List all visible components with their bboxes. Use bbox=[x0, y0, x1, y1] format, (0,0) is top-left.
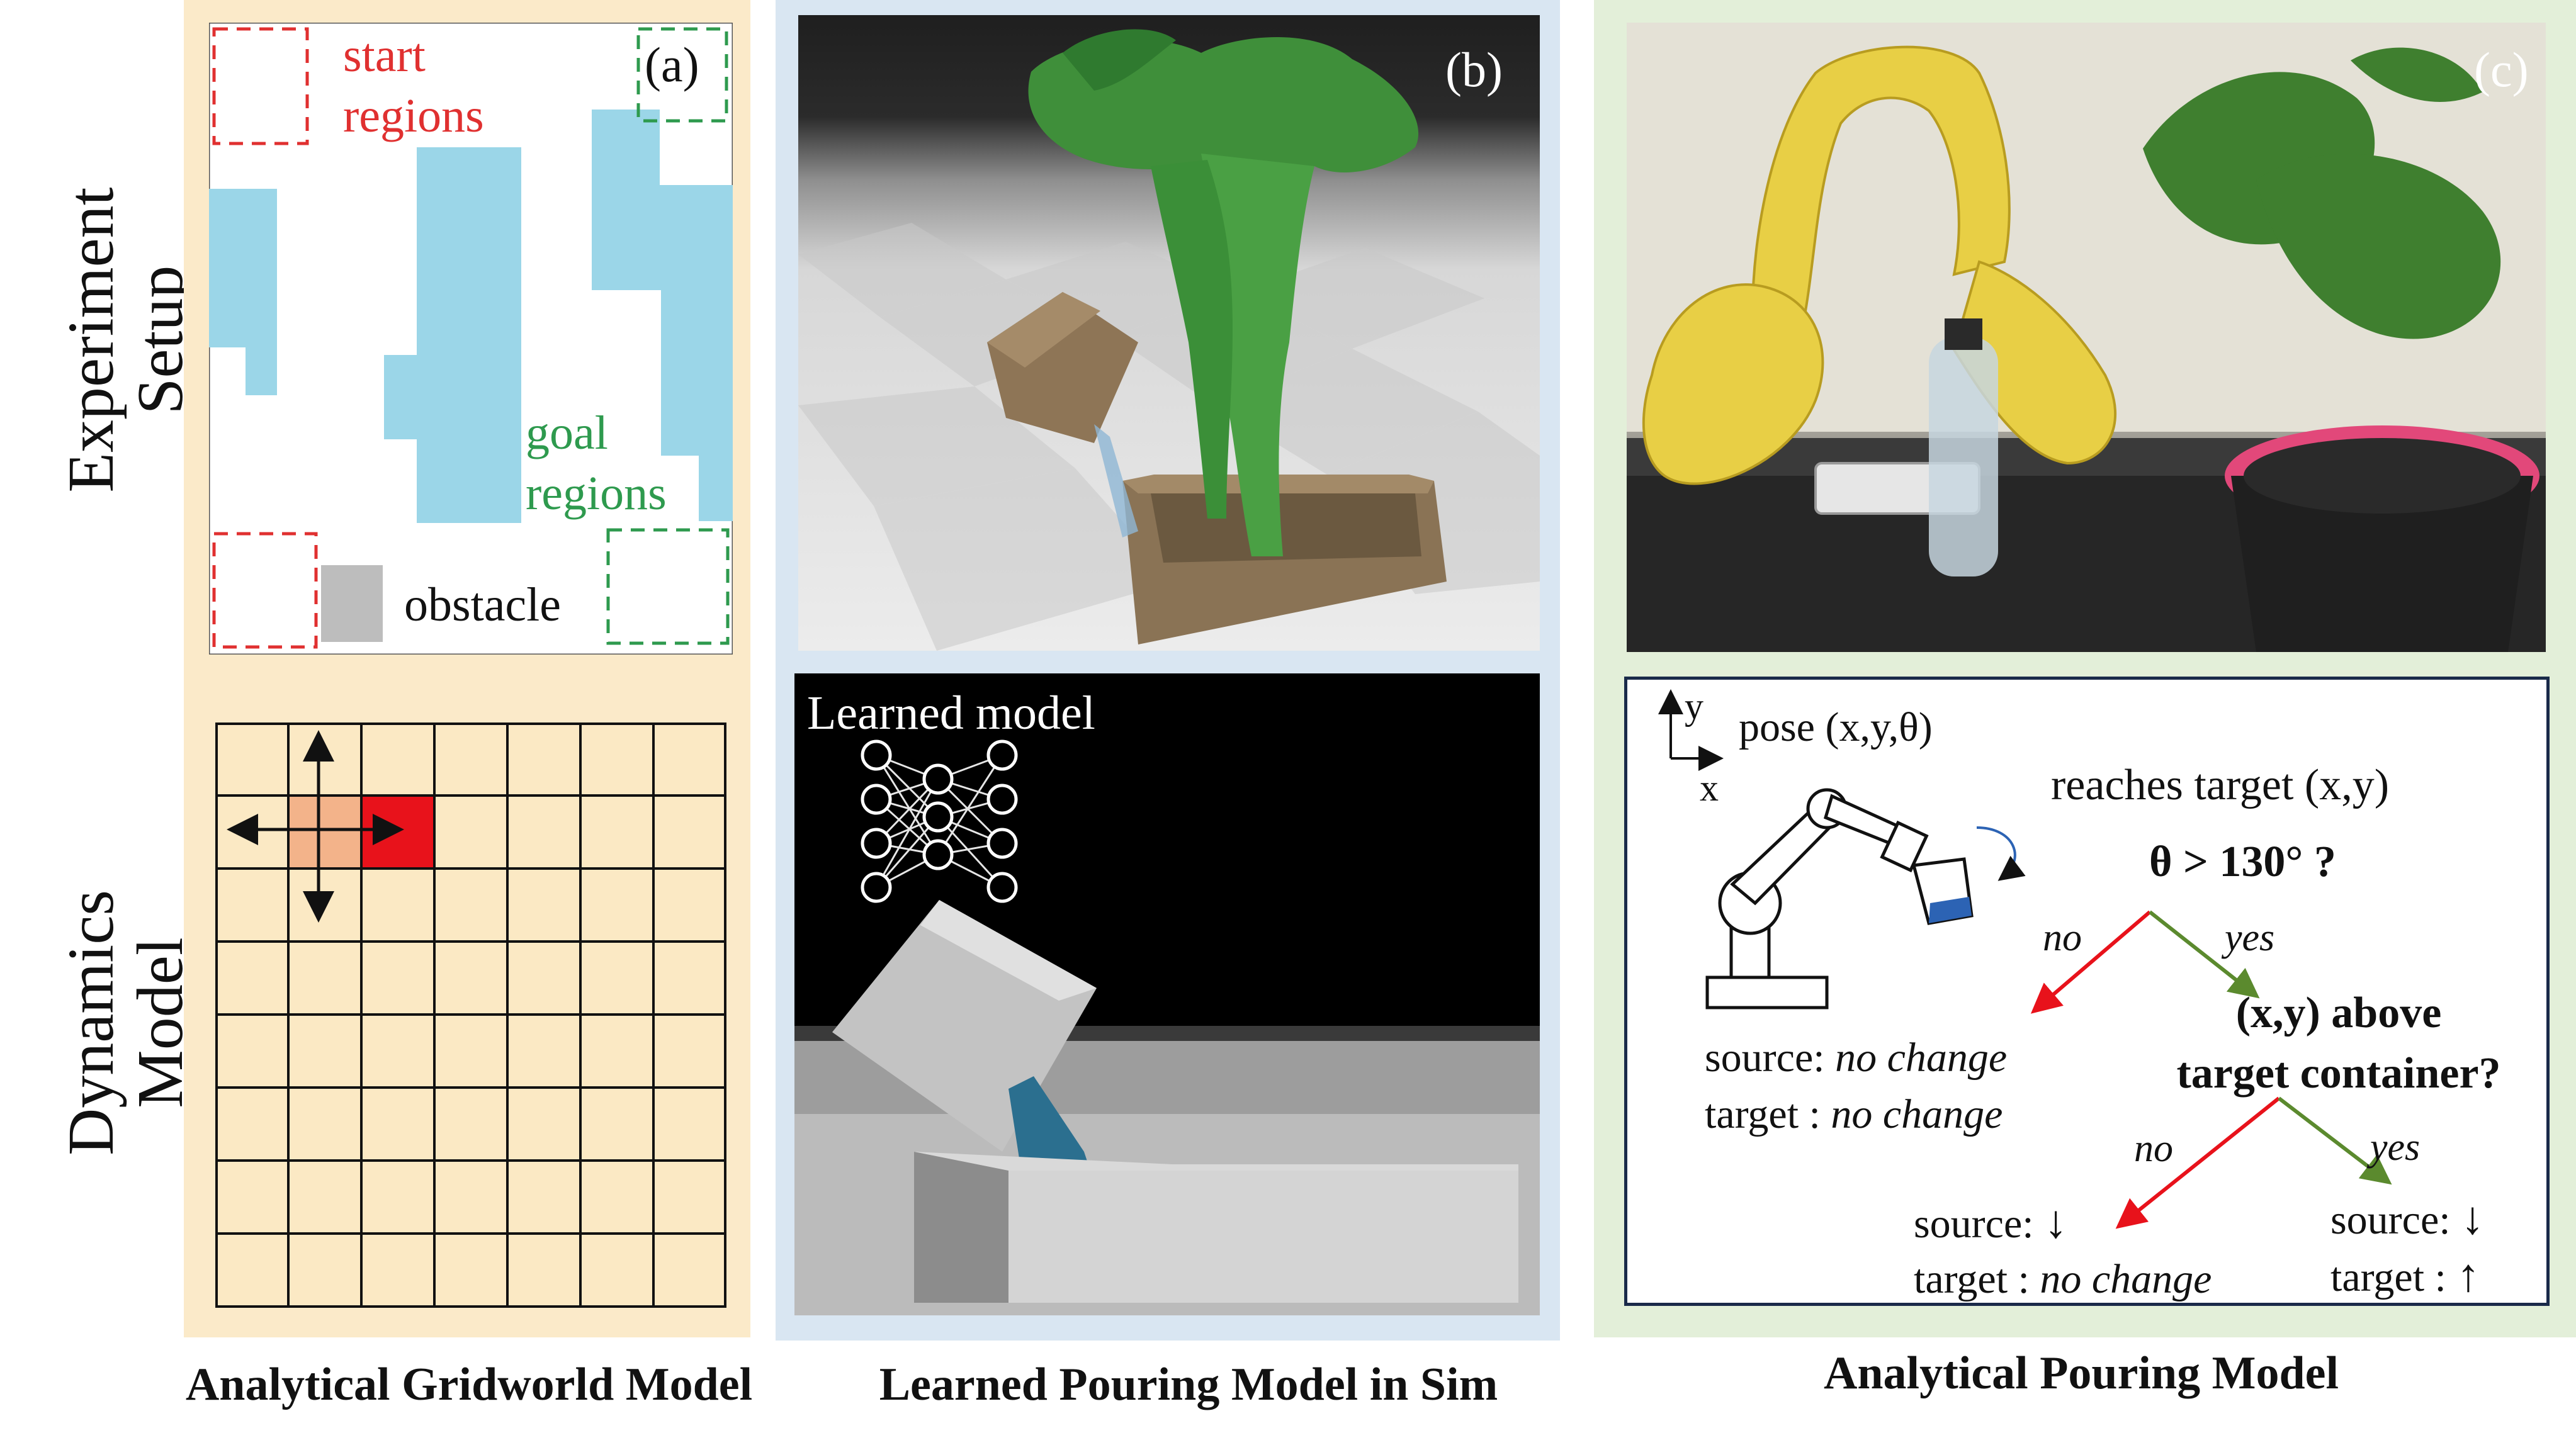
branch-no-2 bbox=[2115, 1096, 2280, 1229]
pose-label: pose (x,y,θ) bbox=[1739, 704, 1933, 750]
caption-b: Learned Pouring Model in Sim bbox=[879, 1359, 1498, 1410]
robot-arm-cover bbox=[1642, 45, 2117, 485]
axis-x-label: x bbox=[1700, 767, 1719, 809]
goal-regions-label: goal regions bbox=[526, 403, 667, 524]
poured-liquid bbox=[1008, 1076, 1090, 1171]
branch-yes-2 bbox=[2278, 1096, 2392, 1185]
above-line1: (x,y) above bbox=[2235, 989, 2442, 1037]
neural-network-icon bbox=[861, 739, 1018, 903]
yes-label-1: yes bbox=[2225, 916, 2275, 959]
gridworld-map bbox=[209, 23, 733, 655]
rotate-arrow-icon bbox=[1976, 826, 2026, 881]
plant-leaves bbox=[1028, 29, 1419, 556]
tgt-nc2-value: no change bbox=[2040, 1256, 2212, 1302]
sim-render-learned bbox=[794, 673, 1540, 1315]
start-label-line1: start bbox=[343, 29, 426, 82]
photo-plant bbox=[2143, 47, 2501, 339]
water-region-right bbox=[592, 110, 733, 521]
plant-pot bbox=[1122, 475, 1447, 644]
src-nochange-label: source: bbox=[1705, 1035, 1836, 1081]
tgt-nc2-label: target : bbox=[1914, 1256, 2040, 1302]
sim-plant-drawing bbox=[798, 29, 1540, 651]
panel-c-tag: (c) bbox=[2474, 42, 2529, 97]
next-cell bbox=[361, 796, 434, 869]
caption-c: Analytical Pouring Model bbox=[1823, 1347, 2339, 1399]
yes-label-2: yes bbox=[2370, 1126, 2421, 1169]
pouring-cup bbox=[987, 292, 1138, 537]
no-label-2: no bbox=[2134, 1127, 2173, 1170]
row-label-setup-line1: Experiment bbox=[55, 187, 127, 493]
learned-model-label: Learned model bbox=[807, 687, 1095, 739]
caption-a: Analytical Gridworld Model bbox=[185, 1359, 753, 1410]
sim-render-plant bbox=[798, 15, 1540, 651]
robot-photo bbox=[1627, 23, 2546, 652]
start-region-top bbox=[212, 27, 309, 145]
above-container-question: (x,y) above target container? bbox=[2144, 983, 2534, 1104]
tgt-up-arrow: ↑ bbox=[2456, 1250, 2480, 1302]
outcome-source-down: source: ↓ target : no change bbox=[1914, 1195, 2212, 1307]
move-arrows bbox=[227, 730, 404, 923]
goal-label-line2: regions bbox=[526, 467, 667, 520]
theta-question: θ > 130° ? bbox=[2149, 838, 2336, 886]
photo-pot bbox=[2225, 425, 2539, 652]
src-down-label: source: bbox=[1914, 1201, 2045, 1247]
obstacle-label: obstacle bbox=[404, 578, 562, 631]
tgt-nochange-value: no change bbox=[1831, 1091, 2003, 1137]
pour-liquid-icon bbox=[1929, 897, 1972, 923]
branch-no-1 bbox=[2030, 910, 2151, 1014]
row-label-dynamics-model: Dynamics Model bbox=[55, 890, 196, 1155]
start-label-line2: regions bbox=[343, 89, 484, 142]
row-label-dynamics-line1: Dynamics bbox=[55, 890, 127, 1155]
dynamics-grid bbox=[215, 722, 726, 1308]
branch-yes-1 bbox=[2149, 910, 2260, 999]
outcome-transfer: source: ↓ target : ↑ bbox=[2330, 1191, 2484, 1305]
goal-region-bottom bbox=[606, 528, 730, 645]
goal-label-line1: goal bbox=[526, 407, 608, 459]
reaches-target-label: reaches target (x,y) bbox=[2051, 761, 2390, 809]
panel-a-tag: (a) bbox=[645, 37, 699, 92]
pose-axes-icon bbox=[1658, 689, 1724, 771]
start-region-bottom bbox=[212, 532, 318, 649]
src-down2-label: source: bbox=[2330, 1197, 2461, 1243]
tgt-nochange-label: target : bbox=[1705, 1091, 1831, 1137]
row-label-experiment-setup: Experiment Setup bbox=[55, 187, 196, 493]
above-line2: target container? bbox=[2176, 1049, 2501, 1098]
tgt-up-label: target : bbox=[2330, 1254, 2457, 1300]
grid-lines bbox=[215, 722, 726, 1308]
src-down-arrow: ↓ bbox=[2044, 1196, 2068, 1248]
obstacle-cell bbox=[321, 565, 383, 642]
no-label-1: no bbox=[2043, 916, 2082, 959]
current-cell bbox=[288, 796, 361, 869]
src-nochange-value: no change bbox=[1835, 1035, 2008, 1081]
robot-photo-drawing bbox=[1627, 23, 2546, 652]
water-region-center bbox=[384, 147, 521, 523]
sim-target-box bbox=[914, 1152, 1518, 1303]
water-bottle bbox=[1929, 318, 1998, 576]
robot-arm-icon bbox=[1705, 788, 1974, 1009]
axis-y-label: y bbox=[1685, 685, 1703, 727]
water-region-left bbox=[209, 189, 277, 395]
outcome-no-change: source: no change target : no change bbox=[1705, 1030, 2007, 1143]
start-regions-label: start regions bbox=[343, 25, 484, 146]
src-down2-arrow: ↓ bbox=[2461, 1193, 2485, 1244]
sim-learned-drawing bbox=[794, 739, 1540, 1315]
panel-b-tag: (b) bbox=[1445, 42, 1503, 97]
decision-diagram-shapes bbox=[1658, 689, 2392, 1229]
